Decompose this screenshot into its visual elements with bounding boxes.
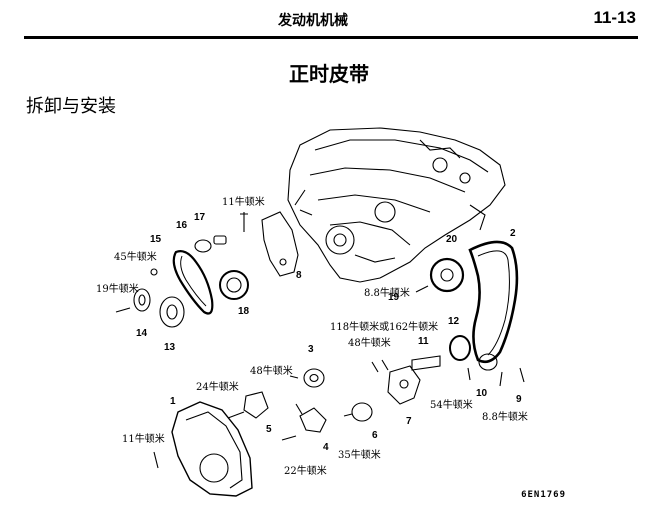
part-number-17: 17 <box>194 212 206 223</box>
part-15-balancer-belt <box>172 250 214 315</box>
torque-label-8-8-top: 8.8牛顿米 <box>364 288 410 299</box>
part-number-18: 18 <box>238 306 250 317</box>
torque-label-54: 54牛顿米 <box>430 400 473 411</box>
part-number-14: 14 <box>136 328 148 339</box>
part-3-roller <box>303 368 325 388</box>
part-16-tensioner <box>194 239 212 253</box>
part-number-12: 12 <box>448 316 460 327</box>
torque-label-35: 35牛顿米 <box>338 450 381 461</box>
part-14-sprocket <box>133 288 151 312</box>
part-number-7: 7 <box>406 416 412 427</box>
part-6-pulley <box>351 402 373 422</box>
part-11-shaft <box>411 355 441 371</box>
torque-label-22: 22牛顿米 <box>284 466 327 477</box>
header-page-number: 11-13 <box>593 8 636 27</box>
part-number-15: 15 <box>150 234 162 245</box>
header-section-title: 发动机机械 <box>278 13 348 29</box>
torque-label-11-bottom: 11牛顿米 <box>122 434 165 445</box>
part-12-sprocket <box>449 335 471 361</box>
torque-label-11-top: 11牛顿米 <box>222 197 265 208</box>
part-number-9: 9 <box>516 394 522 405</box>
torque-label-8-8-bottom: 8.8牛顿米 <box>482 412 528 423</box>
part-1-lower-cover <box>171 401 253 497</box>
part-number-8: 8 <box>296 270 302 281</box>
figure-code: 6EN1769 <box>521 490 566 500</box>
part-number-2: 2 <box>510 228 516 239</box>
part-number-4: 4 <box>323 442 329 453</box>
torque-label-118: 118牛顿米或162牛顿米 <box>330 322 439 333</box>
part-number-3: 3 <box>308 344 314 355</box>
part-5-tensioner-arm <box>243 391 269 419</box>
torque-label-24: 24牛顿米 <box>196 382 239 393</box>
part-number-11: 11 <box>418 336 429 347</box>
part-number-19: 19 <box>388 292 400 303</box>
part-7-tensioner-bracket <box>387 365 421 405</box>
part-8-rear-cover <box>261 211 299 277</box>
header-rule <box>24 36 638 39</box>
part-number-1: 1 <box>170 396 176 407</box>
torque-label-45: 45牛顿米 <box>114 252 157 263</box>
part-number-13: 13 <box>164 342 176 353</box>
part-2-timing-belt <box>468 240 519 364</box>
section-heading: 拆卸与安装 <box>26 96 116 117</box>
part-18-sprocket <box>219 270 249 300</box>
part-13-flange <box>159 296 185 328</box>
part-number-20: 20 <box>446 234 458 245</box>
torque-label-48-left: 48牛顿米 <box>250 366 293 377</box>
part-17-spacer <box>213 235 227 245</box>
part-10-idler <box>478 353 498 371</box>
page-title: 正时皮带 <box>289 62 369 86</box>
part-4-bracket <box>299 407 327 433</box>
part-number-10: 10 <box>476 388 488 399</box>
part-20-sprocket <box>429 257 465 293</box>
torque-label-19: 19牛顿米 <box>96 284 139 295</box>
engine-block-outline <box>287 127 506 283</box>
part-number-16: 16 <box>176 220 188 231</box>
torque-label-48-mid: 48牛顿米 <box>348 338 391 349</box>
part-number-6: 6 <box>372 430 378 441</box>
part-number-5: 5 <box>266 424 272 435</box>
